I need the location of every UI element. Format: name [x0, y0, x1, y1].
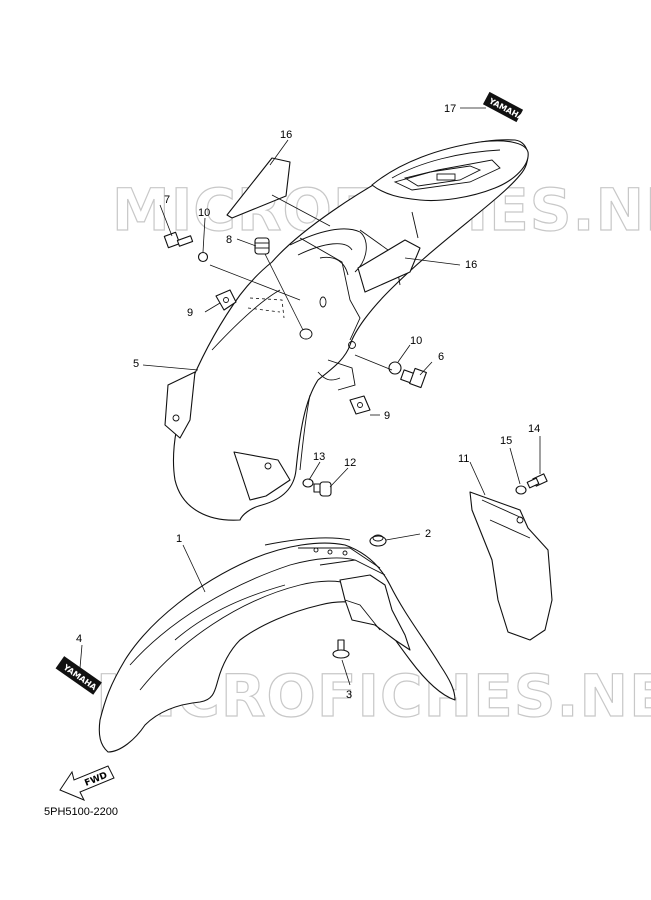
callout-10-right: 10	[410, 335, 422, 347]
rear-fender[interactable]: WR	[164, 139, 529, 521]
bolt-12[interactable]	[313, 481, 332, 497]
yamaha-decal-front[interactable]: YAMAHA	[55, 656, 102, 695]
washer-10-left[interactable]	[197, 251, 209, 263]
callout-12: 12	[344, 457, 356, 469]
callout-15: 15	[500, 435, 512, 447]
callout-2: 2	[425, 528, 431, 540]
svg-text:FWD: FWD	[83, 771, 109, 789]
callout-16-top: 16	[280, 129, 292, 141]
bolt-7[interactable]	[163, 231, 194, 249]
yamaha-decal-rear[interactable]: YAMAHA	[482, 91, 526, 123]
leader-lines	[79, 107, 541, 686]
callout-11: 11	[458, 453, 469, 465]
clip-nut-9-right[interactable]	[349, 395, 371, 415]
clip-nut-9-left[interactable]	[215, 289, 237, 311]
callout-10-left: 10	[198, 207, 210, 219]
washer-13[interactable]	[302, 478, 314, 488]
screw-14[interactable]	[526, 473, 548, 489]
callout-16-right: 16	[465, 259, 477, 271]
callout-9-right: 9	[384, 410, 390, 422]
mud-flap[interactable]	[469, 491, 553, 641]
callout-3: 3	[346, 689, 352, 701]
fwd-arrow-icon: FWD	[59, 765, 115, 801]
callout-5: 5	[133, 358, 139, 370]
bolt-6[interactable]	[400, 367, 427, 389]
callout-14: 14	[528, 423, 540, 435]
washer-10-right[interactable]	[388, 361, 402, 375]
callout-17: 17	[444, 103, 456, 115]
callout-1: 1	[176, 533, 182, 545]
callout-6: 6	[438, 351, 444, 363]
diagram-code: 5PH5100-2200	[44, 806, 119, 818]
side-decal-left[interactable]	[226, 157, 291, 219]
grommet-8[interactable]	[254, 237, 270, 255]
callout-9-left: 9	[187, 307, 193, 319]
grommet-2[interactable]	[369, 534, 387, 547]
callout-13: 13	[313, 451, 325, 463]
callout-7: 7	[164, 194, 170, 206]
front-fender[interactable]	[98, 537, 456, 753]
washer-15[interactable]	[515, 485, 527, 495]
callout-8: 8	[226, 234, 232, 246]
callout-4: 4	[76, 633, 82, 645]
bolt-3[interactable]	[332, 639, 350, 659]
